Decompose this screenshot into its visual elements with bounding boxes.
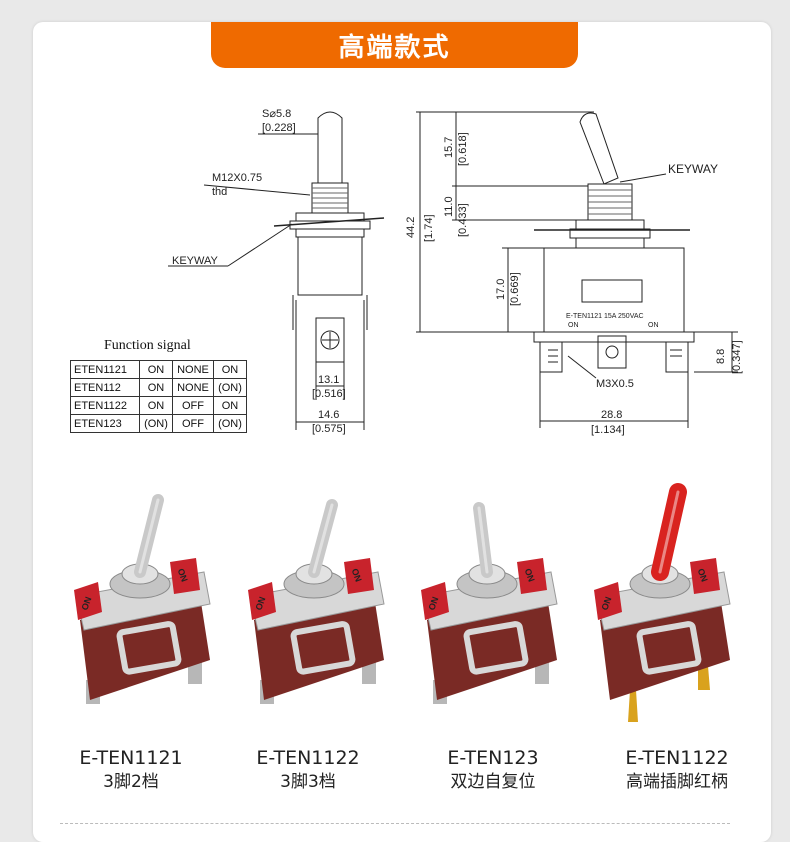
product-desc: 高端插脚红柄 (626, 772, 728, 792)
metal-bracket (290, 621, 356, 675)
total-height-inch: [1.74] (423, 214, 435, 242)
on-tag (421, 582, 449, 620)
bush-height-label: 11.0 (443, 196, 455, 217)
width-label: 28.8 (601, 409, 622, 421)
lever-highlight (658, 490, 680, 574)
terminal-height-inch: [0.347] (731, 340, 743, 374)
product-caption-3: E-TEN123 双边自复位 (398, 746, 588, 794)
body-label-on2: ON (648, 322, 659, 329)
terminal-tab (628, 690, 638, 722)
on-tag-text: ON (600, 595, 614, 611)
function-signal-table: ETEN1121 ON NONE ON ETEN112 ON NONE (ON)… (70, 360, 247, 433)
metal-bracket (463, 621, 529, 675)
keyway-left-label: KEYWAY (172, 255, 219, 267)
body-label-on1: ON (568, 322, 579, 329)
on-tag-text: ON (350, 567, 364, 583)
table-row: ETEN112 ON NONE (ON) (70, 378, 247, 397)
on-tag (248, 582, 276, 620)
on-tag-text: ON (176, 567, 190, 583)
body-height-label: 17.0 (495, 279, 507, 300)
terminal-height-label: 8.8 (715, 349, 727, 364)
on-tag (690, 558, 720, 594)
body-height-inch: [0.669] (509, 272, 521, 306)
thread-note: thd (212, 186, 227, 198)
product-switch-4: ON ON (594, 483, 731, 722)
on-tag-text: ON (80, 595, 94, 611)
product-caption-2: E-TEN1122 3脚3档 (213, 746, 403, 794)
width2-inch: [0.575] (312, 423, 346, 435)
stem-dia-label: S⌀5.8 (262, 108, 291, 120)
screw-label: M3X0.5 (596, 378, 634, 390)
lever-height-label: 15.7 (443, 137, 455, 158)
product-desc: 3脚2档 (103, 772, 159, 792)
lever-highlight (312, 503, 334, 574)
bush-height-inch: [0.433] (457, 203, 469, 237)
product-switch-3: ON ON (421, 502, 558, 704)
total-height-label: 44.2 (405, 217, 417, 238)
lever-highlight (477, 506, 489, 574)
on-tag (517, 558, 547, 594)
bottom-divider (60, 823, 730, 824)
toggle-lever (134, 494, 164, 578)
on-tag (344, 558, 374, 594)
product-desc: 3脚3档 (280, 772, 336, 792)
lever-highlight (138, 498, 160, 574)
on-tag-text: ON (523, 567, 537, 583)
metal-bracket (636, 621, 702, 675)
toggle-lever (308, 499, 338, 578)
on-tag (170, 558, 200, 594)
product-caption-4: E-TEN1122 高端插脚红柄 (582, 746, 772, 794)
product-switch-2: ON ON (248, 499, 385, 704)
product-switch-1: ON ON (74, 494, 211, 704)
width1-label: 13.1 (318, 374, 339, 386)
keyway-right-label: KEYWAY (668, 162, 718, 176)
table-row: ETEN123 (ON) OFF (ON) (70, 414, 247, 433)
stem-dia-inch: [0.228] (262, 122, 296, 134)
left-side-view (168, 111, 385, 430)
product-model: E-TEN1122 (625, 747, 729, 769)
right-front-view (416, 111, 738, 428)
on-tag (74, 582, 102, 620)
thread-label: M12X0.75 (212, 172, 262, 184)
lever-height-inch: [0.618] (457, 132, 469, 166)
product-desc: 双边自复位 (450, 772, 536, 792)
width2-label: 14.6 (318, 409, 339, 421)
table-row: ETEN1121 ON NONE ON (70, 360, 247, 379)
body-label-text: E-TEN1121 15A 250VAC (566, 313, 644, 320)
product-model: E-TEN123 (447, 747, 539, 769)
product-model: E-TEN1122 (256, 747, 360, 769)
section-banner: 高端款式 (211, 22, 578, 68)
toggle-lever (651, 483, 687, 581)
toggle-lever (473, 502, 493, 578)
metal-bracket (116, 621, 182, 675)
product-caption-1: E-TEN1121 3脚2档 (36, 746, 226, 794)
on-tag (594, 582, 622, 620)
terminal-tab (698, 666, 710, 690)
function-signal-title: Function signal (104, 338, 191, 353)
on-tag-text: ON (254, 595, 268, 611)
on-tag-text: ON (696, 567, 710, 583)
width-inch: [1.134] (591, 424, 625, 436)
product-model: E-TEN1121 (79, 747, 183, 769)
on-tag-text: ON (427, 595, 441, 611)
width1-inch: [0.516] (312, 388, 346, 400)
